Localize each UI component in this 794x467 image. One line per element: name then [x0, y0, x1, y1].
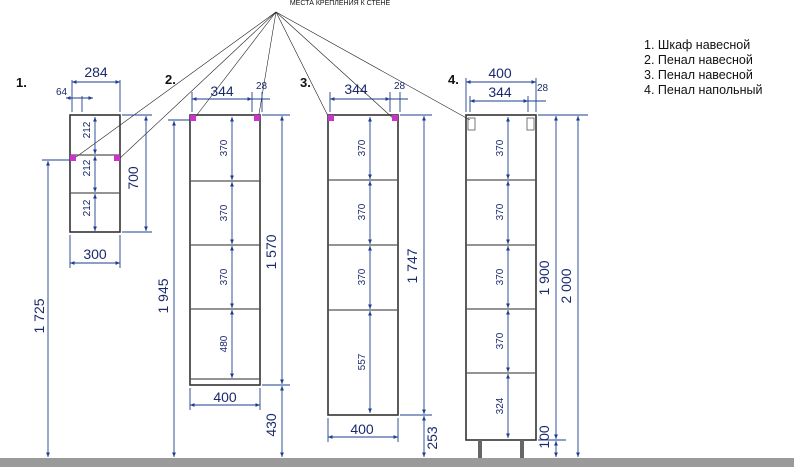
cabinet-1-number: 1.	[16, 75, 27, 90]
mount-point	[392, 115, 398, 121]
mount-leader-lines	[71, 11, 471, 161]
svg-text:370: 370	[219, 268, 230, 285]
svg-text:1 570: 1 570	[263, 234, 279, 269]
svg-text:700: 700	[125, 166, 141, 190]
svg-text:344: 344	[488, 84, 512, 100]
svg-text:28: 28	[256, 81, 268, 92]
svg-text:100: 100	[536, 425, 552, 449]
svg-text:557: 557	[357, 353, 368, 370]
cabinet-4: 370 370 370 370 324 400 344 28 1 900 100…	[465, 65, 588, 458]
cabinet-3-number: 3.	[300, 75, 311, 90]
svg-text:1 747: 1 747	[404, 248, 420, 283]
svg-text:400: 400	[213, 389, 237, 405]
svg-text:370: 370	[357, 203, 368, 220]
svg-text:370: 370	[495, 332, 506, 349]
svg-text:370: 370	[219, 204, 230, 221]
svg-text:300: 300	[83, 246, 107, 262]
svg-text:370: 370	[495, 203, 506, 220]
legend-item: 3. Пенал навесной	[644, 68, 753, 82]
svg-text:400: 400	[350, 421, 374, 437]
svg-text:400: 400	[488, 65, 512, 81]
legend: 1. Шкаф навесной 2. Пенал навесной 3. Пе…	[644, 38, 762, 98]
svg-text:370: 370	[357, 268, 368, 285]
svg-text:64: 64	[56, 87, 68, 98]
cabinet-2-number: 2.	[165, 72, 176, 87]
svg-text:253: 253	[424, 426, 440, 450]
mount-point	[526, 117, 535, 131]
mount-point	[70, 155, 76, 161]
svg-text:1 945: 1 945	[155, 278, 171, 313]
mount-title: МЕСТА КРЕПЛЕНИЯ К СТЕНЕ	[290, 0, 391, 7]
mount-point	[190, 115, 196, 121]
svg-text:2 000: 2 000	[558, 268, 574, 303]
svg-text:370: 370	[219, 139, 230, 156]
svg-text:370: 370	[495, 268, 506, 285]
leg	[520, 440, 524, 458]
leg	[478, 440, 482, 458]
cabinet-4-number: 4.	[448, 72, 459, 87]
legend-item: 1. Шкаф навесной	[644, 38, 751, 52]
floor-line	[0, 458, 794, 467]
svg-text:212: 212	[82, 159, 93, 176]
svg-text:344: 344	[344, 81, 368, 97]
svg-text:324: 324	[495, 397, 506, 414]
svg-text:1 900: 1 900	[536, 260, 552, 295]
mount-point	[114, 155, 120, 161]
legend-item: 4. Пенал напольный	[644, 83, 763, 97]
svg-text:212: 212	[82, 121, 93, 138]
svg-text:1 725: 1 725	[31, 298, 47, 333]
svg-text:480: 480	[219, 335, 230, 352]
cabinet-3: 370 370 370 557 344 28 400 1 747 253	[327, 81, 440, 457]
svg-text:212: 212	[82, 199, 93, 216]
mount-point	[328, 115, 334, 121]
svg-text:430: 430	[263, 413, 279, 437]
cabinet-1: 212 212 212 284 64 300 700 1 725	[31, 64, 152, 457]
mount-point	[467, 117, 476, 131]
svg-text:344: 344	[210, 83, 234, 99]
svg-text:28: 28	[394, 81, 406, 92]
svg-text:284: 284	[84, 64, 108, 80]
mount-point	[254, 115, 260, 121]
svg-text:370: 370	[357, 139, 368, 156]
svg-text:28: 28	[537, 83, 549, 94]
legend-item: 2. Пенал навесной	[644, 53, 753, 67]
cabinet-2: 370 370 370 480 344 28 400 1 570 430 1 9…	[155, 81, 290, 457]
svg-text:370: 370	[495, 139, 506, 156]
